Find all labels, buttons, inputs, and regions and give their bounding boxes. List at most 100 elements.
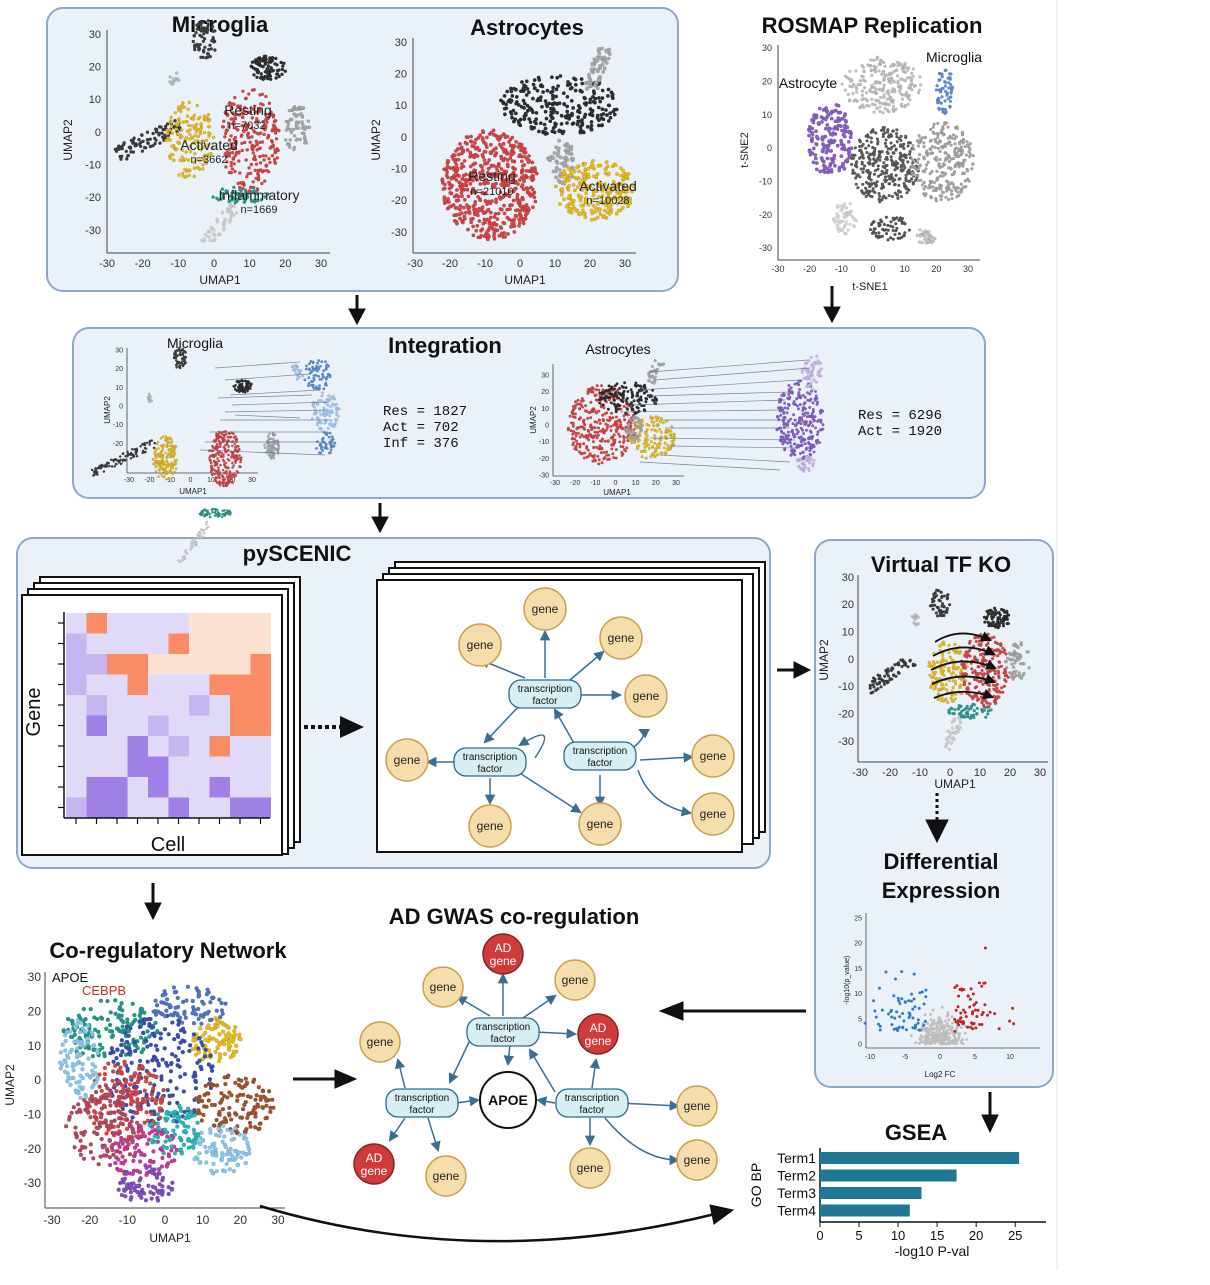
cell-point xyxy=(165,435,167,437)
cell-point xyxy=(888,72,891,75)
cell-point xyxy=(587,430,590,433)
cell-point xyxy=(230,456,232,458)
cell-point xyxy=(169,464,171,466)
tick-label: 20 xyxy=(115,366,123,373)
gsea-title: GSEA xyxy=(885,1120,947,1145)
cell-point xyxy=(571,437,574,440)
cell-point xyxy=(609,425,612,428)
cell-point xyxy=(586,125,590,129)
cell-point xyxy=(514,112,518,116)
cell-point xyxy=(605,454,608,457)
cell-point xyxy=(956,191,959,194)
cell-point xyxy=(221,474,223,476)
cell-point xyxy=(896,197,899,200)
cell-point xyxy=(458,208,462,212)
cell-point xyxy=(521,198,525,202)
cell-point xyxy=(606,424,609,427)
cell-point xyxy=(608,212,612,216)
cell-point xyxy=(892,101,895,104)
cell-point xyxy=(293,146,296,149)
cell-point xyxy=(847,229,850,232)
cell-point xyxy=(450,184,454,188)
cell-point xyxy=(179,353,181,355)
cell-point xyxy=(876,180,879,183)
cell-point xyxy=(949,106,952,109)
cell-point xyxy=(500,208,504,212)
cell-point xyxy=(885,103,888,106)
cell-point xyxy=(212,196,215,199)
cell-point xyxy=(481,129,485,133)
cell-point xyxy=(256,71,259,74)
cell-point xyxy=(817,122,821,126)
cell-point xyxy=(154,139,157,142)
cell-point xyxy=(310,380,313,383)
cell-point xyxy=(549,119,553,123)
cell-point xyxy=(597,209,601,213)
cell-point xyxy=(851,154,854,157)
cell-point xyxy=(194,124,197,127)
cell-point xyxy=(464,182,468,186)
cell-point xyxy=(551,111,555,115)
cell-point xyxy=(567,117,571,121)
cell-point xyxy=(324,360,327,363)
cell-point xyxy=(276,69,279,72)
cell-point xyxy=(335,403,338,406)
cell-point xyxy=(866,63,869,66)
cell-point xyxy=(258,155,261,158)
cell-point xyxy=(469,135,473,139)
cell-point xyxy=(862,79,865,82)
cell-point xyxy=(937,147,940,150)
cell-point xyxy=(179,110,182,113)
cell-point xyxy=(597,106,601,110)
cell-point xyxy=(844,89,847,92)
cell-point xyxy=(611,437,614,440)
cell-point xyxy=(244,380,246,382)
cell-point xyxy=(193,538,195,540)
cell-point xyxy=(567,179,571,183)
cell-point xyxy=(597,47,601,51)
cell-point xyxy=(210,465,212,467)
cell-point xyxy=(200,512,202,514)
cell-point xyxy=(886,98,889,101)
tick-label: 20 xyxy=(1004,767,1016,779)
cell-point xyxy=(657,363,660,366)
cell-point xyxy=(826,157,830,161)
cell-point xyxy=(263,444,265,446)
cell-point xyxy=(886,151,889,154)
cell-point xyxy=(869,228,872,231)
cell-point xyxy=(500,232,504,236)
cell-point xyxy=(320,399,323,402)
microglia-xlabel: UMAP1 xyxy=(199,273,241,287)
cell-point xyxy=(461,219,465,223)
cell-point xyxy=(305,368,308,371)
cell-point xyxy=(218,460,220,462)
cell-point xyxy=(168,448,170,450)
cell-point xyxy=(546,89,550,93)
cell-point xyxy=(553,151,557,155)
cell-point xyxy=(862,192,865,195)
cell-point xyxy=(128,146,131,149)
cell-point xyxy=(211,30,214,33)
cell-point xyxy=(861,64,864,67)
cell-point xyxy=(917,166,920,169)
cell-point xyxy=(822,108,826,112)
cell-point xyxy=(907,66,910,69)
cell-point xyxy=(949,73,952,76)
cell-point xyxy=(175,467,177,469)
cell-point xyxy=(182,354,184,356)
cell-point xyxy=(193,175,196,178)
cell-point xyxy=(601,107,605,111)
cell-point xyxy=(123,141,126,144)
cell-point xyxy=(515,100,519,104)
cell-point xyxy=(222,485,224,487)
cell-point xyxy=(598,419,601,422)
cell-point xyxy=(893,81,896,84)
cell-point xyxy=(252,145,255,148)
cell-point xyxy=(471,225,475,229)
pyscenic-title: pySCENIC xyxy=(243,541,352,566)
int-astro-ylabel: UMAP2 xyxy=(529,406,538,434)
cell-point xyxy=(326,376,329,379)
cell-point xyxy=(179,561,181,563)
cell-point xyxy=(508,207,512,211)
tick-label: -30 xyxy=(99,258,115,270)
